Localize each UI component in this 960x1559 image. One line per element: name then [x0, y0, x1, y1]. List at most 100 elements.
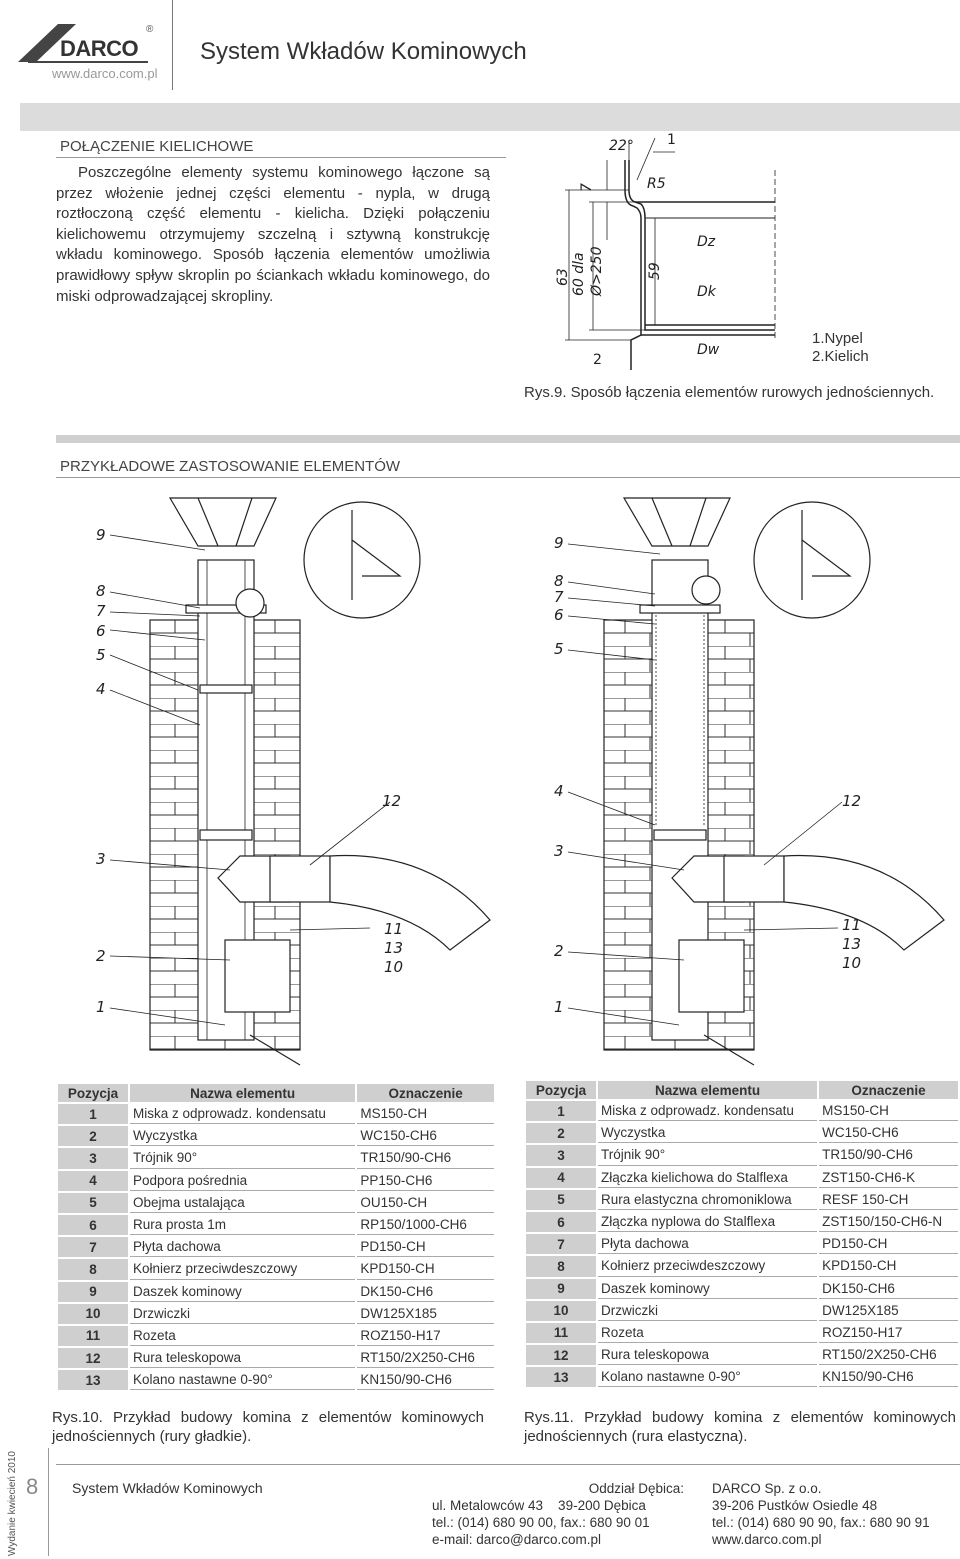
row-element-name: Drzwiczki	[598, 1300, 818, 1321]
row-element-code: DK150-CH6	[357, 1281, 494, 1302]
section-paragraph: Poszczególne elementy systemu kominowego…	[56, 163, 490, 307]
row-position: 12	[58, 1348, 128, 1369]
label-left-6: 6	[96, 622, 106, 640]
row-element-name: Rura teleskopowa	[130, 1348, 356, 1369]
footer-branch-contact: Oddział Dębica: ul. Metalowców 43 39-200…	[432, 1480, 684, 1548]
row-element-name: Złączka kielichowa do Stalflexa	[598, 1167, 818, 1188]
label-left-7: 7	[96, 602, 106, 620]
label-right-7: 7	[554, 588, 564, 606]
logo-text: DARCO	[60, 36, 139, 61]
company-phone: tel.: (014) 680 90 90, fax.: 680 90 91	[712, 1515, 930, 1530]
label-right-13: 13	[842, 935, 861, 953]
row-element-code: ROZ150-H17	[819, 1322, 958, 1344]
row-element-name: Wyczystka	[130, 1126, 356, 1147]
figure11-caption: Rys.11. Przykład budowy komina z element…	[524, 1409, 956, 1445]
label-right-5: 5	[554, 640, 564, 658]
footer-company-contact: DARCO Sp. z o.o. 39-206 Pustków Osiedle …	[712, 1480, 930, 1548]
row-element-name: Rura prosta 1m	[130, 1214, 356, 1236]
row-position: 7	[58, 1237, 128, 1258]
row-element-code: DW125X185	[357, 1303, 494, 1324]
row-position: 9	[58, 1281, 128, 1302]
company-name: DARCO Sp. z o.o.	[712, 1481, 822, 1496]
page-number: 8	[26, 1474, 39, 1499]
col-header-name: Nazwa elementu	[130, 1084, 356, 1102]
chimney-diagrams: 9 8 7 6 5 4 12 3 11 13 10 2 1	[96, 497, 945, 1066]
row-element-code: ROZ150-H17	[357, 1325, 494, 1347]
row-element-code: PD150-CH	[819, 1234, 958, 1255]
footer-divider	[56, 1464, 960, 1465]
row-element-name: Miska z odprowadz. kondensatu	[598, 1101, 818, 1122]
label-left-2: 2	[96, 947, 106, 965]
branch-email[interactable]: e-mail: darco@darco.com.pl	[432, 1532, 602, 1547]
section-band	[56, 435, 960, 443]
row-element-code: KN150/90-CH6	[819, 1367, 958, 1388]
row-element-code: KPD150-CH	[819, 1256, 958, 1277]
row-element-code: TR150/90-CH6	[819, 1145, 958, 1166]
dim-7-label: 7	[579, 183, 595, 192]
label-right-10: 10	[842, 954, 861, 972]
row-position: 11	[526, 1322, 596, 1344]
dim-59-label: 59	[647, 262, 663, 280]
row-element-name: Trójnik 90°	[598, 1145, 818, 1166]
row-position: 8	[58, 1259, 128, 1280]
row-element-code: RESF 150-CH	[819, 1189, 958, 1210]
row-element-code: KPD150-CH	[357, 1259, 494, 1280]
legend-item-nypel: 1.Nypel	[812, 330, 863, 347]
row-element-name: Rura elastyczna chromoniklowa	[598, 1189, 818, 1210]
row-position: 13	[526, 1367, 596, 1388]
figure10-caption: Rys.10. Przykład budowy komina z element…	[52, 1409, 484, 1445]
row-element-name: Daszek kominowy	[598, 1278, 818, 1299]
row-position: 4	[526, 1167, 596, 1188]
part-number-1: 1	[667, 132, 676, 148]
company-address: 39-206 Pustków Osiedle 48	[712, 1498, 878, 1513]
label-right-2: 2	[554, 942, 564, 960]
radius-label: R5	[647, 176, 666, 192]
row-position: 4	[58, 1170, 128, 1191]
dim-diameter-label: Ø>250	[589, 246, 605, 297]
dw-label: Dw	[697, 342, 720, 358]
row-element-code: ZST150-CH6-K	[819, 1167, 958, 1188]
label-left-10: 10	[384, 958, 403, 976]
row-element-name: Kołnierz przeciwdeszczowy	[130, 1259, 356, 1280]
figure9-caption: Rys.9. Sposób łączenia elementów rurowyc…	[524, 384, 935, 401]
company-website[interactable]: www.darco.com.pl	[712, 1532, 822, 1547]
label-left-3: 3	[96, 850, 106, 868]
row-position: 2	[58, 1126, 128, 1147]
detail-bubble-left	[235, 501, 421, 619]
section-divider	[56, 477, 960, 478]
row-position: 6	[526, 1211, 596, 1233]
label-left-4: 4	[96, 680, 106, 698]
paragraph-text: Poszczególne elementy systemu kominowego…	[56, 164, 490, 305]
edition-label: Wydanie kwiecień 2010	[7, 1451, 18, 1556]
row-element-code: DK150-CH6	[819, 1278, 958, 1299]
row-element-name: Rozeta	[130, 1325, 356, 1347]
row-position: 1	[58, 1104, 128, 1125]
legend-item-kielich: 2.Kielich	[812, 348, 869, 365]
header-band	[20, 103, 960, 131]
label-left-9: 9	[96, 526, 106, 544]
chimney-left	[149, 497, 491, 1066]
detail-bubble-right	[691, 501, 871, 619]
row-element-name: Wyczystka	[598, 1123, 818, 1144]
page-title: System Wkładów Kominowych	[200, 38, 527, 65]
dim-63-label: 63	[555, 268, 571, 286]
logo-url[interactable]: www.darco.com.pl	[52, 66, 158, 81]
label-right-11: 11	[842, 916, 861, 934]
row-element-code: WC150-CH6	[357, 1126, 494, 1147]
row-element-name: Płyta dachowa	[598, 1234, 818, 1255]
footer-title: System Wkładów Kominowych	[72, 1480, 263, 1496]
